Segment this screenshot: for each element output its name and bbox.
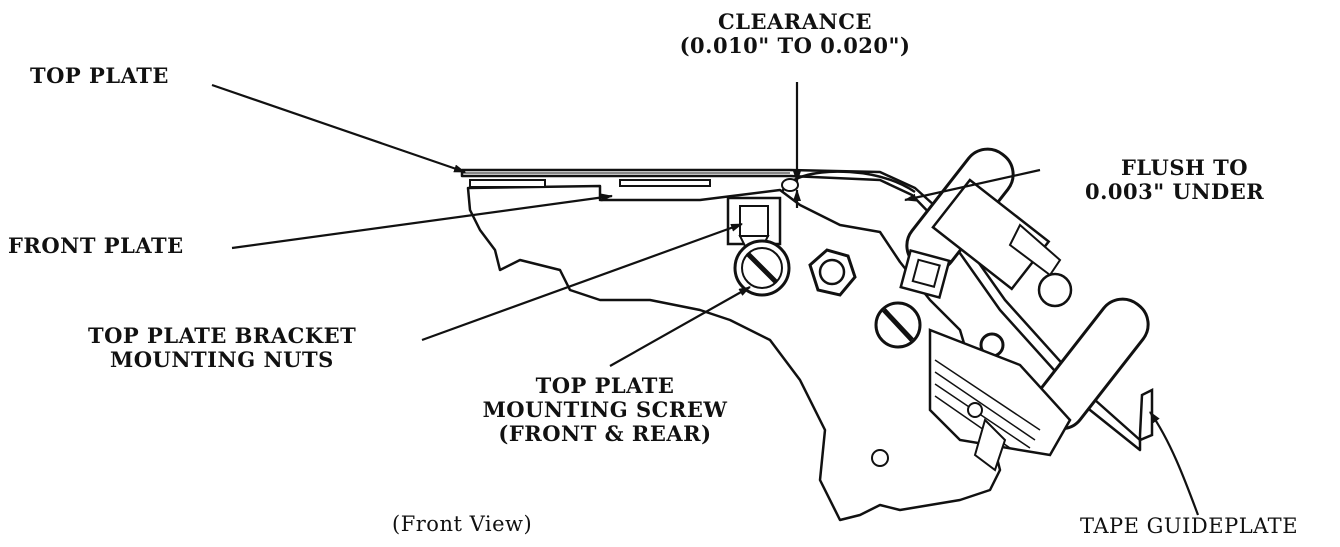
mounting-screw-label: TOP PLATE MOUNTING SCREW (FRONT & REAR): [455, 374, 755, 446]
frame-casting: [466, 184, 1002, 522]
tape-guideplate-label-text: TAPE GUIDEPLATE: [1080, 514, 1299, 538]
leader-top-plate: [211, 83, 466, 174]
flush-line-2: 0.003" UNDER: [1085, 179, 1265, 204]
bracket-line-2: MOUNTING NUTS: [110, 347, 334, 372]
screw-line-2: MOUNTING SCREW: [482, 397, 728, 422]
view-caption-text: (Front View): [392, 512, 533, 536]
tape-guideplate: [1138, 387, 1154, 442]
front-plate-label: FRONT PLATE: [8, 234, 184, 258]
flush-line-1: FLUSH TO: [1121, 155, 1249, 180]
view-caption: (Front View): [392, 512, 532, 536]
clearance-label: CLEARANCE (0.010" TO 0.020"): [655, 10, 935, 58]
screw-line-1: TOP PLATE: [535, 373, 675, 398]
leader-flush: [904, 168, 1041, 202]
clearance-title: CLEARANCE: [718, 9, 872, 34]
top-plate-label-text: TOP PLATE: [30, 63, 169, 88]
leader-front-plate: [231, 193, 613, 250]
front-plate-label-text: FRONT PLATE: [8, 233, 184, 258]
top-plate-label: TOP PLATE: [30, 64, 169, 88]
front-plate: [469, 179, 546, 188]
leader-mounting-screw: [609, 286, 751, 367]
leader-bracket-nuts: [421, 222, 743, 342]
screw-line-3: (FRONT & REAR): [498, 421, 712, 446]
bracket-nuts-label: TOP PLATE BRACKET MOUNTING NUTS: [88, 324, 356, 372]
leader-tape-guideplate: [1149, 411, 1200, 516]
clearance-value: (0.010" TO 0.020"): [679, 33, 911, 58]
tape-guideplate-label: TAPE GUIDEPLATE: [1080, 514, 1298, 538]
bracket-line-1: TOP PLATE BRACKET: [88, 323, 357, 348]
flush-label: FLUSH TO 0.003" UNDER: [1085, 156, 1264, 204]
